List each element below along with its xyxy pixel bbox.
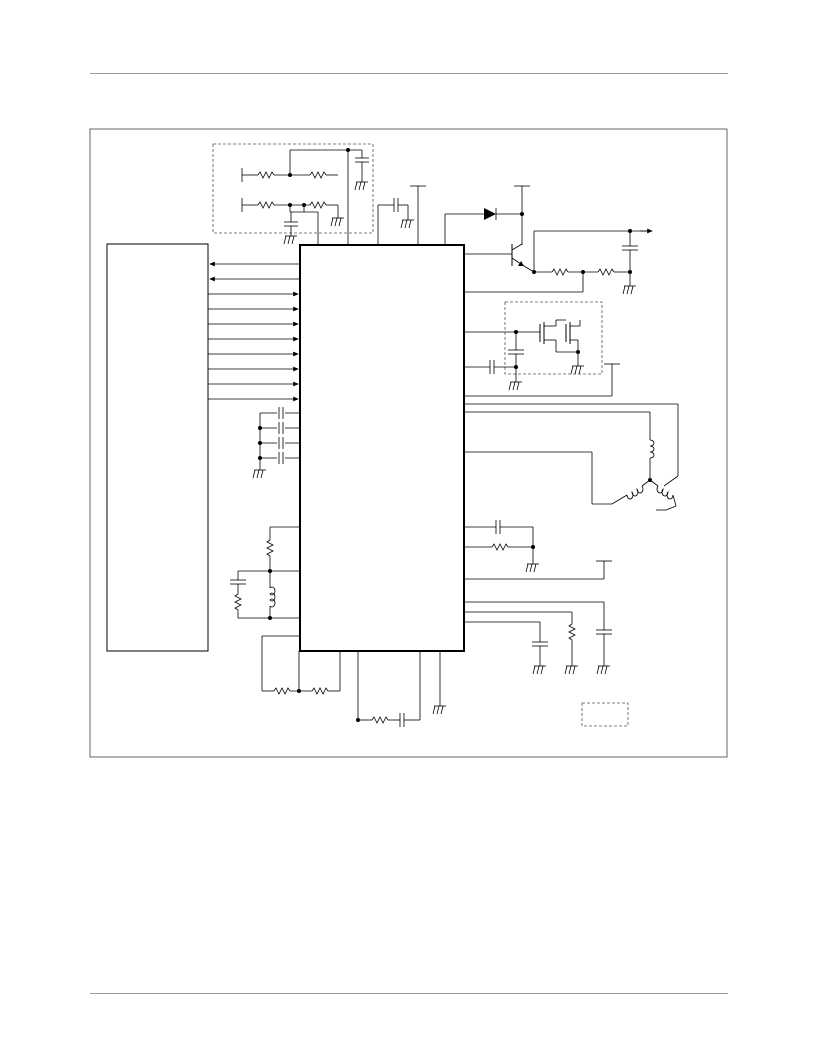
host-controller-block (106, 243, 209, 652)
bias-network (212, 143, 374, 245)
right-filter-network (464, 520, 612, 675)
footer-rule (90, 993, 728, 994)
mosfet-block (464, 301, 620, 397)
left-lc-network (230, 526, 300, 620)
regulator-circuit (444, 185, 653, 295)
header-rule (90, 73, 728, 74)
motor-windings (464, 403, 679, 511)
interface-bus (208, 261, 300, 402)
supply-decoupling (377, 185, 426, 245)
legend-dashed-box (581, 702, 629, 727)
bottom-network (261, 635, 446, 727)
main-ic (299, 244, 465, 652)
figure-frame (89, 128, 728, 758)
left-capacitor-bank (252, 407, 300, 479)
